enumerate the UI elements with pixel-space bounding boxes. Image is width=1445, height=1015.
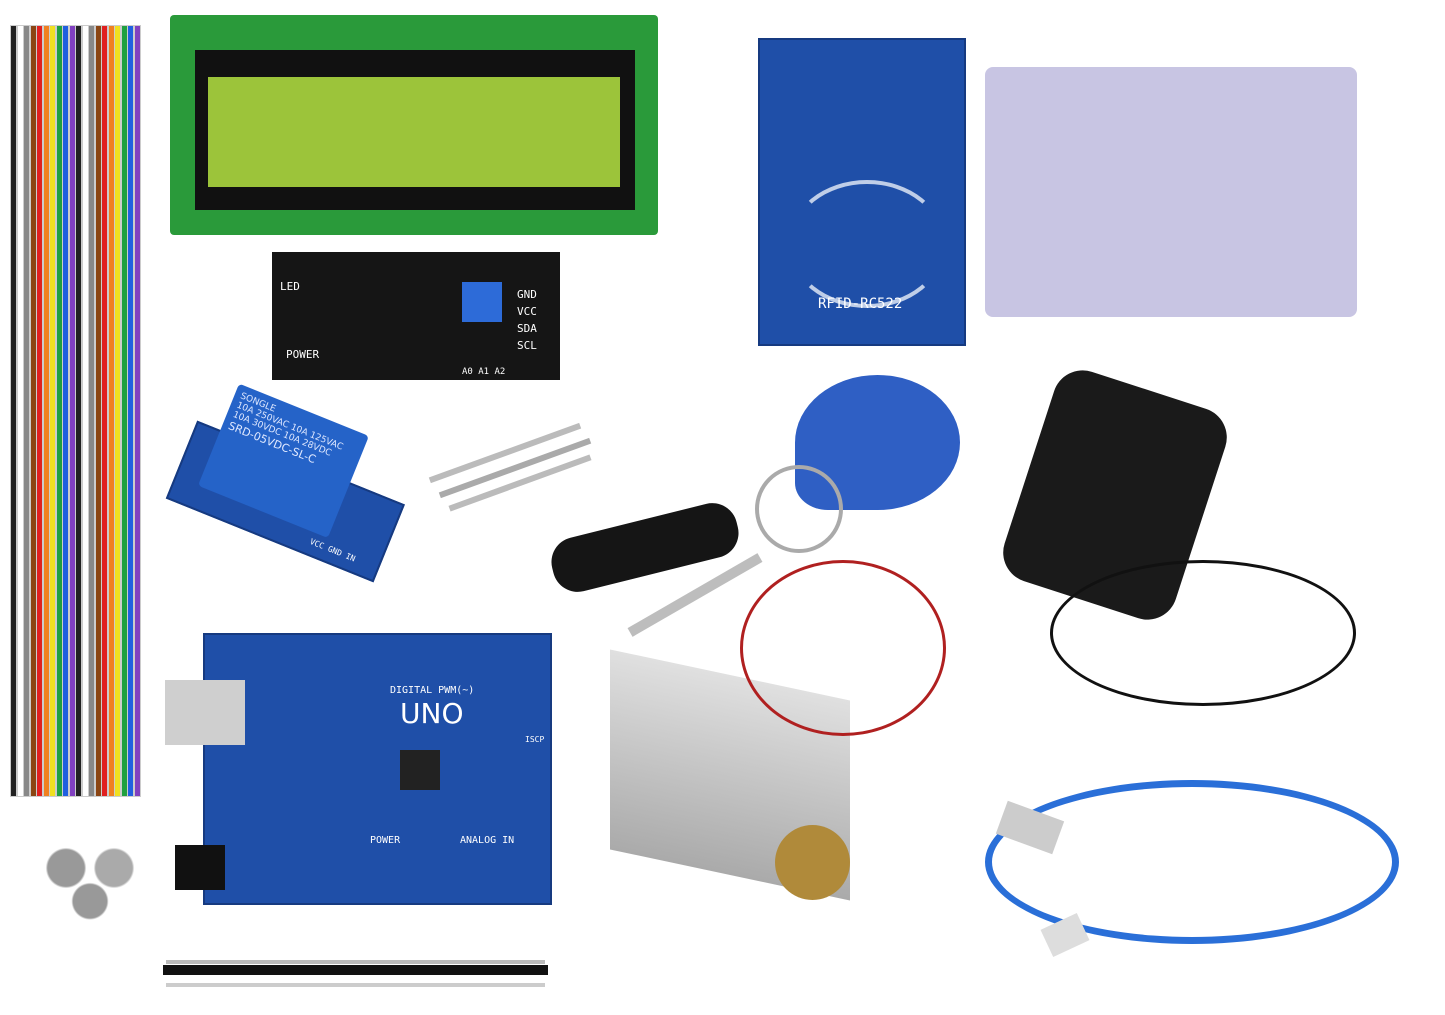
i2c-power-label: POWER bbox=[286, 348, 320, 361]
usb-cable bbox=[985, 780, 1399, 944]
i2c-address-labels: A0 A1 A2 bbox=[462, 367, 506, 377]
wire bbox=[133, 25, 141, 797]
uno-logo: UNO bbox=[400, 697, 464, 730]
uno-digital-label: DIGITAL PWM(~) bbox=[390, 685, 475, 696]
key-ring bbox=[755, 465, 843, 553]
uno-power-label: POWER bbox=[370, 835, 401, 846]
solenoid-lock bbox=[600, 649, 870, 935]
hex-nuts bbox=[30, 830, 150, 925]
i2c-led-label: LED bbox=[280, 280, 300, 293]
uno-analog-label: ANALOG IN bbox=[460, 835, 515, 846]
pin-header bbox=[163, 965, 548, 975]
adapter-cable bbox=[1050, 560, 1356, 706]
lcd-1602-display bbox=[170, 15, 658, 235]
relay-module: SONGLE 10A 250VAC 10A 125VAC 10A 30VDC 1… bbox=[147, 365, 429, 630]
jumper-wires bbox=[10, 25, 145, 800]
rfid-card bbox=[985, 67, 1357, 317]
i2c-lcd-adapter: LED POWER GND VCC SDA SCL A0 A1 A2 bbox=[272, 252, 560, 380]
lock-wires bbox=[740, 560, 946, 736]
uno-iscp-label: ISCP bbox=[525, 735, 545, 744]
rfid-label: RFID-RC522 bbox=[818, 296, 903, 312]
arduino-uno-board: UNO DIGITAL PWM(~) ISCP POWER ANALOG IN bbox=[165, 633, 552, 905]
rfid-rc522-module: RFID-RC522 bbox=[758, 38, 966, 346]
screws bbox=[425, 422, 595, 512]
i2c-pin-labels: GND VCC SDA SCL bbox=[517, 288, 537, 352]
